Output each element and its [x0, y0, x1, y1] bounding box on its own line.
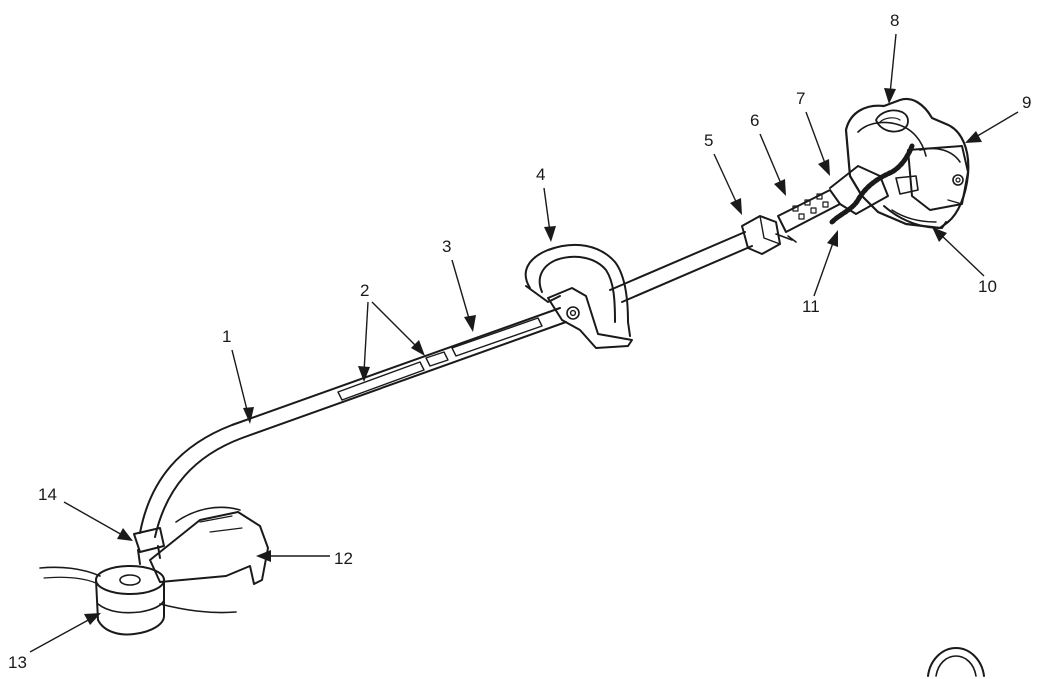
- callout-2-label: 2: [360, 281, 369, 300]
- callout-5: 5: [704, 131, 742, 215]
- callout-12-label: 12: [334, 549, 353, 568]
- shaft-labels: [337, 317, 543, 401]
- callout-6: 6: [750, 111, 786, 196]
- callout-12: 12: [256, 549, 353, 568]
- callout-9-label: 9: [1022, 93, 1031, 112]
- throttle-grip: [777, 189, 841, 233]
- callout-11: 11: [802, 230, 838, 316]
- assist-handle: [524, 243, 633, 349]
- callout-10: 10: [932, 227, 997, 296]
- shaft-clamp: [741, 215, 797, 255]
- callout-1-label: 1: [222, 327, 231, 346]
- callout-4-label: 4: [536, 165, 545, 184]
- callout-7-label: 7: [796, 89, 805, 108]
- callout-2: 2: [358, 281, 425, 382]
- callout-1: 1: [222, 327, 254, 424]
- drive-shaft: [139, 231, 753, 538]
- callout-4: 4: [536, 165, 556, 242]
- callout-14: 14: [38, 485, 133, 541]
- callout-3: 3: [442, 237, 476, 332]
- callout-13: 13: [8, 613, 101, 672]
- callout-5-label: 5: [704, 131, 713, 150]
- callout-11-label: 11: [802, 297, 820, 316]
- callout-9: 9: [965, 93, 1031, 143]
- callout-8-label: 8: [890, 11, 899, 30]
- cutting-head-assembly: [39, 506, 269, 636]
- callout-3-label: 3: [442, 237, 451, 256]
- callout-13-label: 13: [8, 653, 27, 672]
- callout-7: 7: [796, 89, 830, 176]
- seal-mark: [927, 647, 985, 677]
- callouts: 1 2 3 4 5: [8, 11, 1031, 672]
- trimmer-illustration: [39, 97, 985, 677]
- callout-14-label: 14: [38, 485, 57, 504]
- callout-8: 8: [884, 11, 899, 104]
- callout-6-label: 6: [750, 111, 759, 130]
- callout-10-label: 10: [978, 277, 997, 296]
- engine: [829, 97, 970, 230]
